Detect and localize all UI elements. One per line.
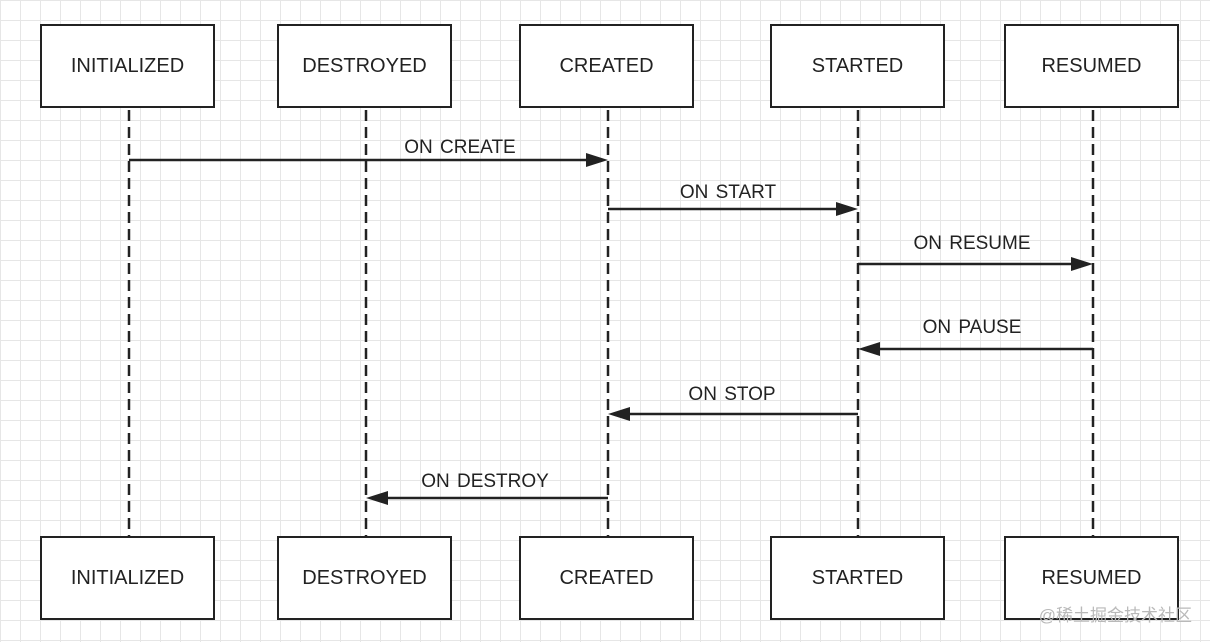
participant-created-bottom: CREATED (519, 536, 694, 620)
participant-initialized-bottom: INITIALIZED (40, 536, 215, 620)
message-arrow-on-destroy (366, 491, 608, 505)
watermark: @稀土掘金技术社区 (1038, 606, 1192, 625)
message-arrow-on-resume (858, 257, 1093, 271)
participant-destroyed-bottom: DESTROYED (277, 536, 452, 620)
participant-destroyed-top: DESTROYED (277, 24, 452, 108)
message-arrow-on-stop (608, 407, 858, 421)
participant-resumed-top: RESUMED (1004, 24, 1179, 108)
participant-resumed-bottom: RESUMED (1004, 536, 1179, 620)
participant-initialized-top: INITIALIZED (40, 24, 215, 108)
message-label-on-pause: ON PAUSE (922, 317, 1022, 338)
participant-created-top: CREATED (519, 24, 694, 108)
message-label-on-create: ON CREATE (404, 137, 516, 158)
message-arrow-on-create (129, 153, 608, 167)
message-label-on-start: ON START (679, 182, 777, 203)
participant-started-top: STARTED (770, 24, 945, 108)
message-arrow-on-start (608, 202, 858, 216)
message-arrow-on-pause (858, 342, 1093, 356)
message-label-on-stop: ON STOP (688, 384, 776, 405)
participant-started-bottom: STARTED (770, 536, 945, 620)
message-label-on-resume: ON RESUME (913, 233, 1031, 254)
message-label-on-destroy: ON DESTROY (421, 471, 549, 492)
